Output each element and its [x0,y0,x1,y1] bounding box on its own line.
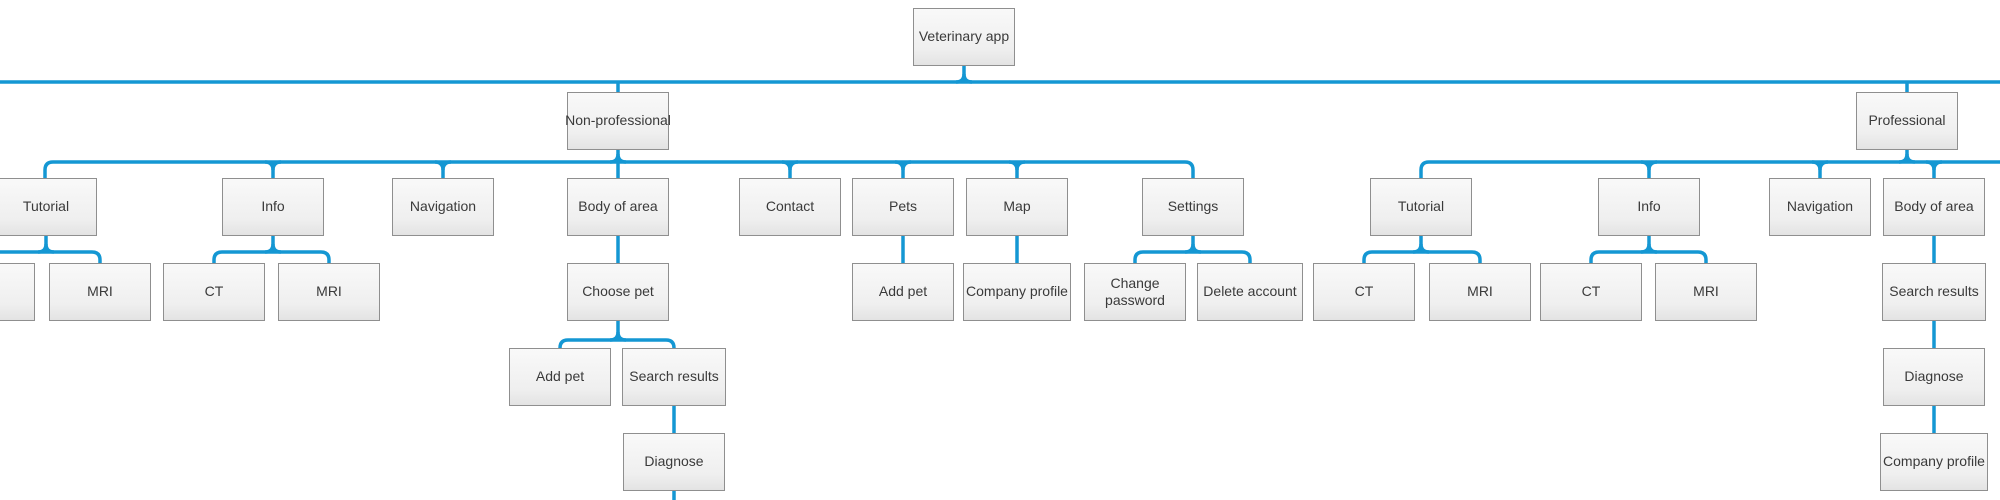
node-label: Add pet [878,283,928,300]
connector [1419,243,1430,254]
connector [44,243,55,254]
connector [271,243,282,254]
node-veterinary-app[interactable]: Veterinary app [913,8,1015,66]
node-label: MRI [1467,283,1493,300]
node-label: Delete account [1203,283,1297,300]
node-np-info-mri[interactable]: MRI [278,263,380,321]
node-label: Info [1637,198,1661,215]
connector [1818,160,1829,171]
node-non-professional[interactable]: Non-professional [565,92,671,150]
connector [0,250,102,263]
node-np-company-profile[interactable]: Company profile [963,263,1071,321]
node-professional[interactable]: Professional [1856,92,1958,150]
node-p-tutorial-ct[interactable]: CT [1313,263,1415,321]
connector [616,153,627,164]
node-p-tutorial-mri[interactable]: MRI [1429,263,1531,321]
connector [558,338,676,349]
node-label: Contact [765,198,815,215]
node-np-delete-account[interactable]: Delete account [1197,263,1303,321]
node-p-info-ct[interactable]: CT [1540,263,1642,321]
node-label: Non-professional [565,112,671,129]
node-label: Add pet [535,368,585,385]
node-np-tutorial[interactable]: Tutorial [0,178,97,236]
node-np-body-of-area[interactable]: Body of area [567,178,669,236]
node-p-info-mri[interactable]: MRI [1655,263,1757,321]
node-label: MRI [316,283,342,300]
connector [1191,243,1202,254]
node-np-choose-pet[interactable]: Choose pet [567,263,669,321]
node-label: Choose pet [582,283,654,300]
node-p-diagnose[interactable]: Diagnose [1883,348,1985,406]
node-label: Professional [1868,112,1946,129]
connector [271,160,282,171]
node-label: MRI [87,283,113,300]
node-label: Search results [1889,283,1979,300]
node-np-tutorial-mri[interactable]: MRI [49,263,151,321]
connector [1647,160,1658,171]
node-p-navigation[interactable]: Navigation [1769,178,1871,236]
node-np-change-password[interactable]: Change password [1084,263,1186,321]
node-label: MRI [1693,283,1719,300]
connector [1589,250,1708,263]
node-label: Company profile [1883,453,1985,470]
node-np-info-ct[interactable]: CT [163,263,265,321]
node-label: Info [261,198,285,215]
node-np-diagnose[interactable]: Diagnose [623,433,725,491]
node-label: CT [1581,283,1601,300]
node-label: Tutorial [1397,198,1445,215]
node-p-info[interactable]: Info [1598,178,1700,236]
node-label: Map [1003,198,1031,215]
node-np-tutorial-clipped[interactable] [0,263,35,321]
connector [1932,160,1943,171]
connector [1133,250,1252,263]
node-label: Body of area [578,198,658,215]
node-label: Diagnose [1904,368,1964,385]
node-label: Settings [1167,198,1219,215]
node-label: Body of area [1894,198,1974,215]
node-np-info[interactable]: Info [222,178,324,236]
connector [1647,243,1658,254]
node-np-settings[interactable]: Settings [1142,178,1244,236]
node-label: Diagnose [644,453,704,470]
node-label: CT [1354,283,1374,300]
node-np-navigation[interactable]: Navigation [392,178,494,236]
node-label: Tutorial [22,198,70,215]
node-p-body-of-area[interactable]: Body of area [1883,178,1985,236]
node-label: Navigation [1786,198,1854,215]
node-label: Company profile [966,283,1068,300]
connector [962,73,973,84]
node-label: Search results [629,368,719,385]
node-label: Veterinary app [918,28,1010,45]
node-label: Change password [1105,274,1165,309]
node-label: Pets [888,198,917,215]
node-np-choose-add-pet[interactable]: Add pet [509,348,611,406]
connector [1419,160,2000,178]
node-np-map[interactable]: Map [966,178,1068,236]
node-np-add-pet[interactable]: Add pet [852,263,954,321]
connector [788,160,799,171]
node-np-contact[interactable]: Contact [739,178,841,236]
node-np-search-results[interactable]: Search results [622,348,726,406]
connector [901,160,912,171]
connector [616,331,627,342]
connector [212,250,331,263]
node-label: Navigation [409,198,477,215]
connector [1905,153,1916,164]
node-p-tutorial[interactable]: Tutorial [1370,178,1472,236]
node-p-company-profile[interactable]: Company profile [1880,433,1988,491]
node-np-pets[interactable]: Pets [852,178,954,236]
connector [441,160,452,171]
node-label: CT [204,283,224,300]
connector [1015,160,1026,171]
connector [1362,250,1482,263]
node-p-search-results[interactable]: Search results [1882,263,1986,321]
